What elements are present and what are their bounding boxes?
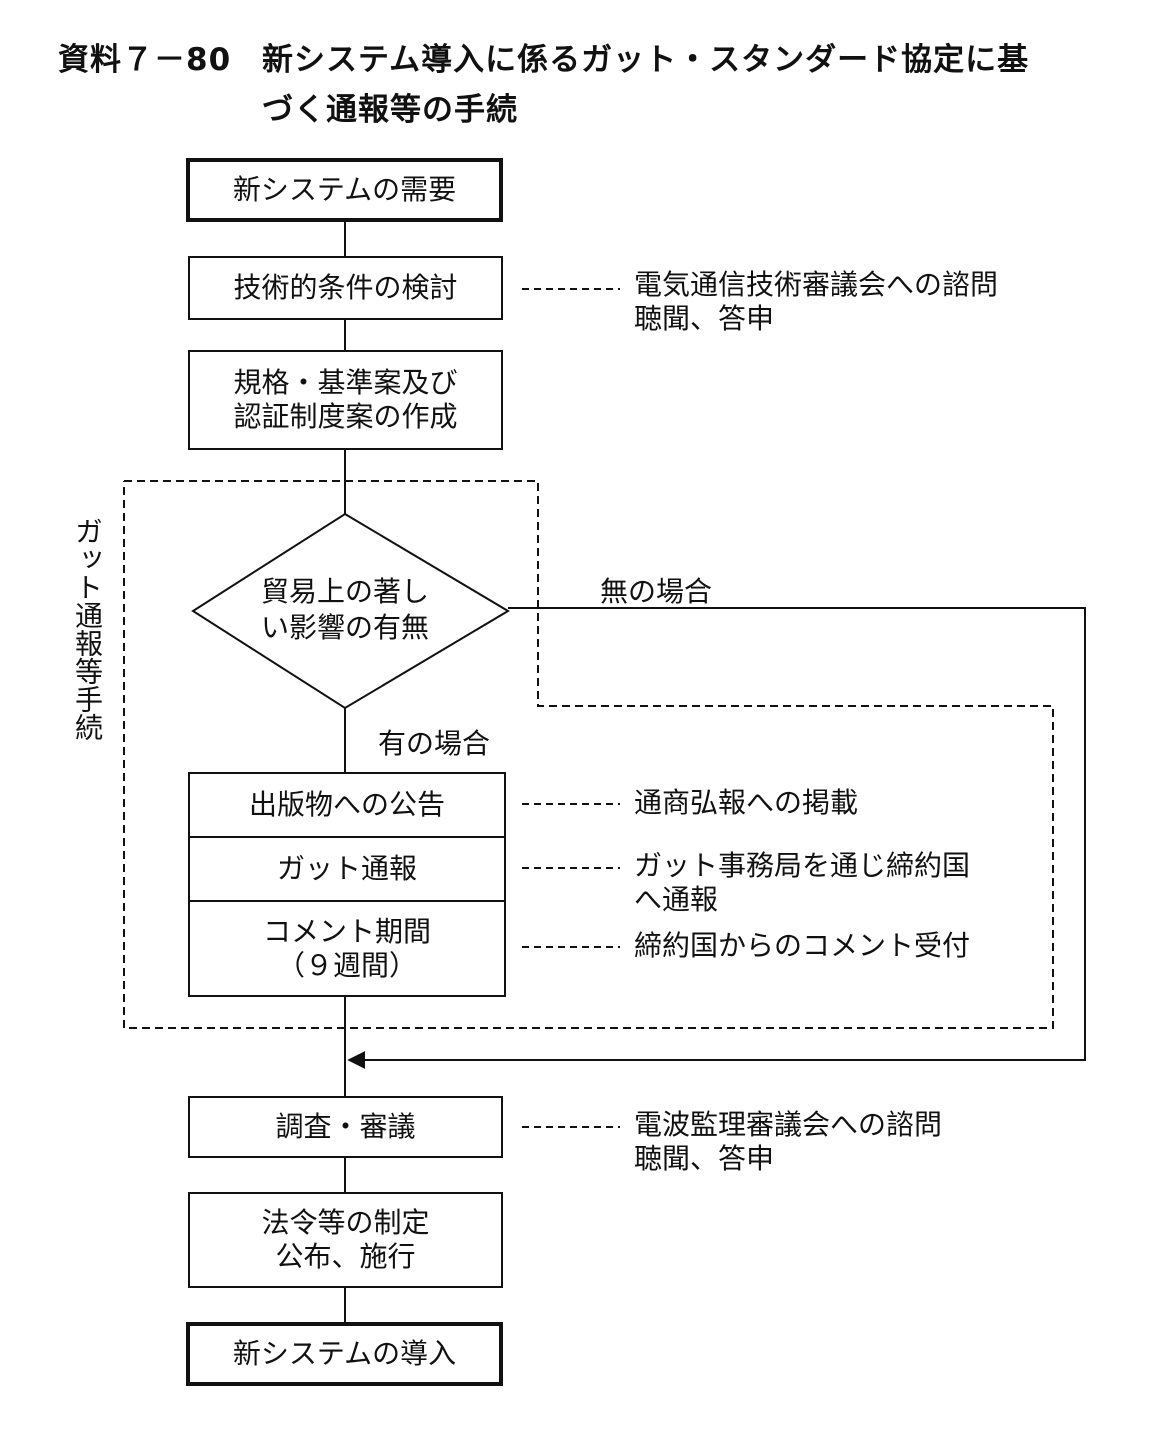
step-law-line2: 公布、施行 <box>275 1240 416 1273</box>
note-tech-review-line1: 電気通信技術審議会への諮問 <box>634 268 999 301</box>
branch-yes-label: 有の場合 <box>378 727 491 760</box>
step-investigation: 調査・審議 <box>188 1096 503 1158</box>
step-tech-review-label: 技術的条件の検討 <box>233 271 458 304</box>
step-demand: 新システムの需要 <box>186 158 503 222</box>
step-gatt-notice: ガット通報 <box>190 838 504 902</box>
step-law-enactment: 法令等の制定 公布、施行 <box>188 1192 503 1288</box>
page-title-line1: 新システム導入に係るガット・スタンダード協定に基 <box>262 42 1030 78</box>
decision-diamond <box>191 512 510 710</box>
document-label: 資料７－80 <box>58 42 232 78</box>
gatt-procedure-stack: 出版物への公告 ガット通報 コメント期間 （９週間） <box>188 772 506 997</box>
step-demand-label: 新システムの需要 <box>232 173 457 206</box>
decision-label: 貿易上の著し い影響の有無 <box>220 574 470 646</box>
note-gatt-notice-line2: へ通報 <box>634 883 719 916</box>
note-tech-review-line2: 聴聞、答申 <box>634 302 775 335</box>
note-investigation: 電波監理審議会への諮問 聴聞、答申 <box>634 1108 942 1176</box>
decision-line2: い影響の有無 <box>260 611 429 644</box>
step-draft-line1: 規格・基準案及び <box>233 366 458 399</box>
note-investigation-line1: 電波監理審議会への諮問 <box>634 1108 943 1141</box>
step-comment-line1: コメント期間 <box>262 914 431 948</box>
gatt-procedure-label: ガット通報等手続 <box>70 517 104 747</box>
step-gatt-notice-label: ガット通報 <box>276 852 417 885</box>
page-title-line2: づく通報等の手続 <box>262 92 518 128</box>
step-investigation-label: 調査・審議 <box>275 1110 416 1143</box>
decision-line1: 貿易上の著し <box>260 575 429 608</box>
connector-no-branch <box>347 607 1086 1069</box>
gatt-procedure-region <box>123 480 1054 1029</box>
note-publication: 通商弘報への掲載 <box>634 786 859 819</box>
step-comment-line2: （９週間） <box>276 948 417 982</box>
step-introduction: 新システムの導入 <box>186 1322 503 1386</box>
step-introduction-label: 新システムの導入 <box>232 1337 457 1370</box>
step-publication-label: 出版物への公告 <box>248 788 445 821</box>
step-tech-review: 技術的条件の検討 <box>188 256 503 320</box>
branch-no-label: 無の場合 <box>600 575 713 608</box>
step-comment-period: コメント期間 （９週間） <box>190 902 504 995</box>
note-comment: 締約国からのコメント受付 <box>634 929 971 962</box>
gatt-procedure-label-text: ガット通報等手続 <box>71 517 104 741</box>
step-publication: 出版物への公告 <box>190 774 504 838</box>
step-draft-line2: 認証制度案の作成 <box>233 400 458 433</box>
note-investigation-line2: 聴聞、答申 <box>634 1142 775 1175</box>
note-gatt-notice: ガット事務局を通じ締約国 へ通報 <box>634 849 970 917</box>
note-tech-review: 電気通信技術審議会への諮問 聴聞、答申 <box>634 268 998 336</box>
note-gatt-notice-line1: ガット事務局を通じ締約国 <box>634 849 971 882</box>
step-draft-standards: 規格・基準案及び 認証制度案の作成 <box>188 350 503 450</box>
step-law-line1: 法令等の制定 <box>261 1206 430 1239</box>
